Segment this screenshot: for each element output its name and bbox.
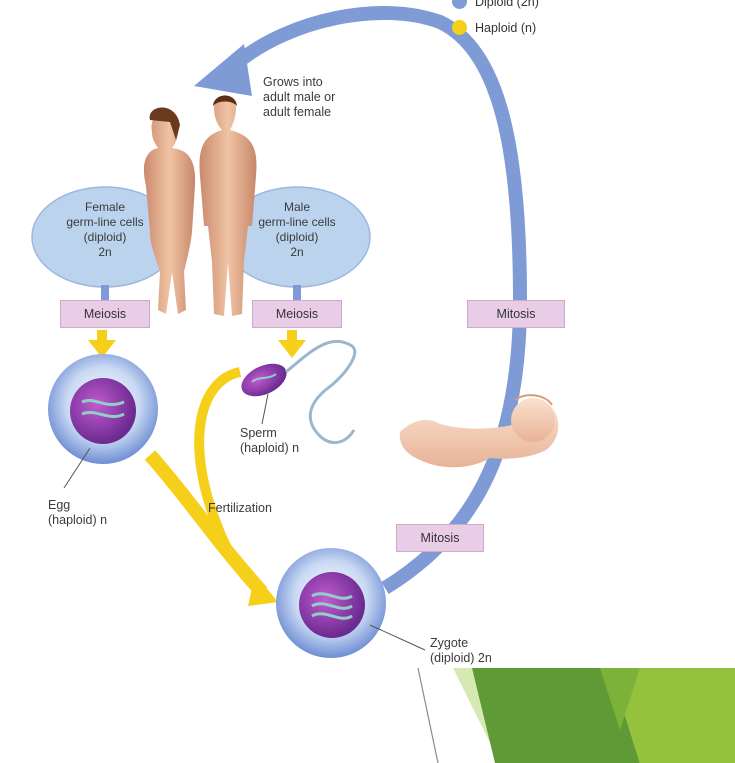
decorative-green-shapes	[418, 668, 735, 763]
legend-haploid: Haploid (n)	[452, 20, 536, 35]
grows-into-label: Grows into adult male or adult female	[263, 75, 393, 120]
grows-line-2: adult male or	[263, 90, 393, 105]
mitosis-box-upper: Mitosis	[467, 300, 565, 328]
female-germline-label: Female germ-line cells (diploid) 2n	[40, 200, 170, 260]
grows-line-1: Grows into	[263, 75, 393, 90]
egg-line-2: (haploid) n	[48, 513, 168, 528]
egg-cell	[48, 354, 158, 488]
egg-line-1: Egg	[48, 498, 168, 513]
fertilization-label: Fertilization	[208, 501, 328, 516]
male-line-4: 2n	[232, 245, 362, 260]
baby-figure	[400, 395, 559, 467]
legend-diploid: Diploid (2n)	[452, 0, 539, 9]
male-line-2: germ-line cells	[232, 215, 362, 230]
female-line-2: germ-line cells	[40, 215, 170, 230]
male-line-3: (diploid)	[232, 230, 362, 245]
diploid-legend-label: Diploid (2n)	[475, 0, 539, 9]
haploid-legend-dot	[452, 20, 467, 35]
meiosis-box-left: Meiosis	[60, 300, 150, 328]
female-line-1: Female	[40, 200, 170, 215]
zygote-line-1: Zygote	[430, 636, 550, 651]
male-germline-label: Male germ-line cells (diploid) 2n	[232, 200, 362, 260]
mitosis-box-lower: Mitosis	[396, 524, 484, 552]
zygote-label: Zygote (diploid) 2n	[430, 636, 550, 666]
meiosis-box-right: Meiosis	[252, 300, 342, 328]
grows-line-3: adult female	[263, 105, 393, 120]
male-line-1: Male	[232, 200, 362, 215]
female-line-3: (diploid)	[40, 230, 170, 245]
sperm-line-2: (haploid) n	[240, 441, 360, 456]
sperm-label: Sperm (haploid) n	[240, 426, 360, 456]
diploid-legend-dot	[452, 0, 467, 9]
zygote-cell	[276, 548, 425, 658]
sperm-line-1: Sperm	[240, 426, 360, 441]
zygote-line-2: (diploid) 2n	[430, 651, 550, 666]
egg-label: Egg (haploid) n	[48, 498, 168, 528]
female-line-4: 2n	[40, 245, 170, 260]
haploid-legend-label: Haploid (n)	[475, 21, 536, 35]
